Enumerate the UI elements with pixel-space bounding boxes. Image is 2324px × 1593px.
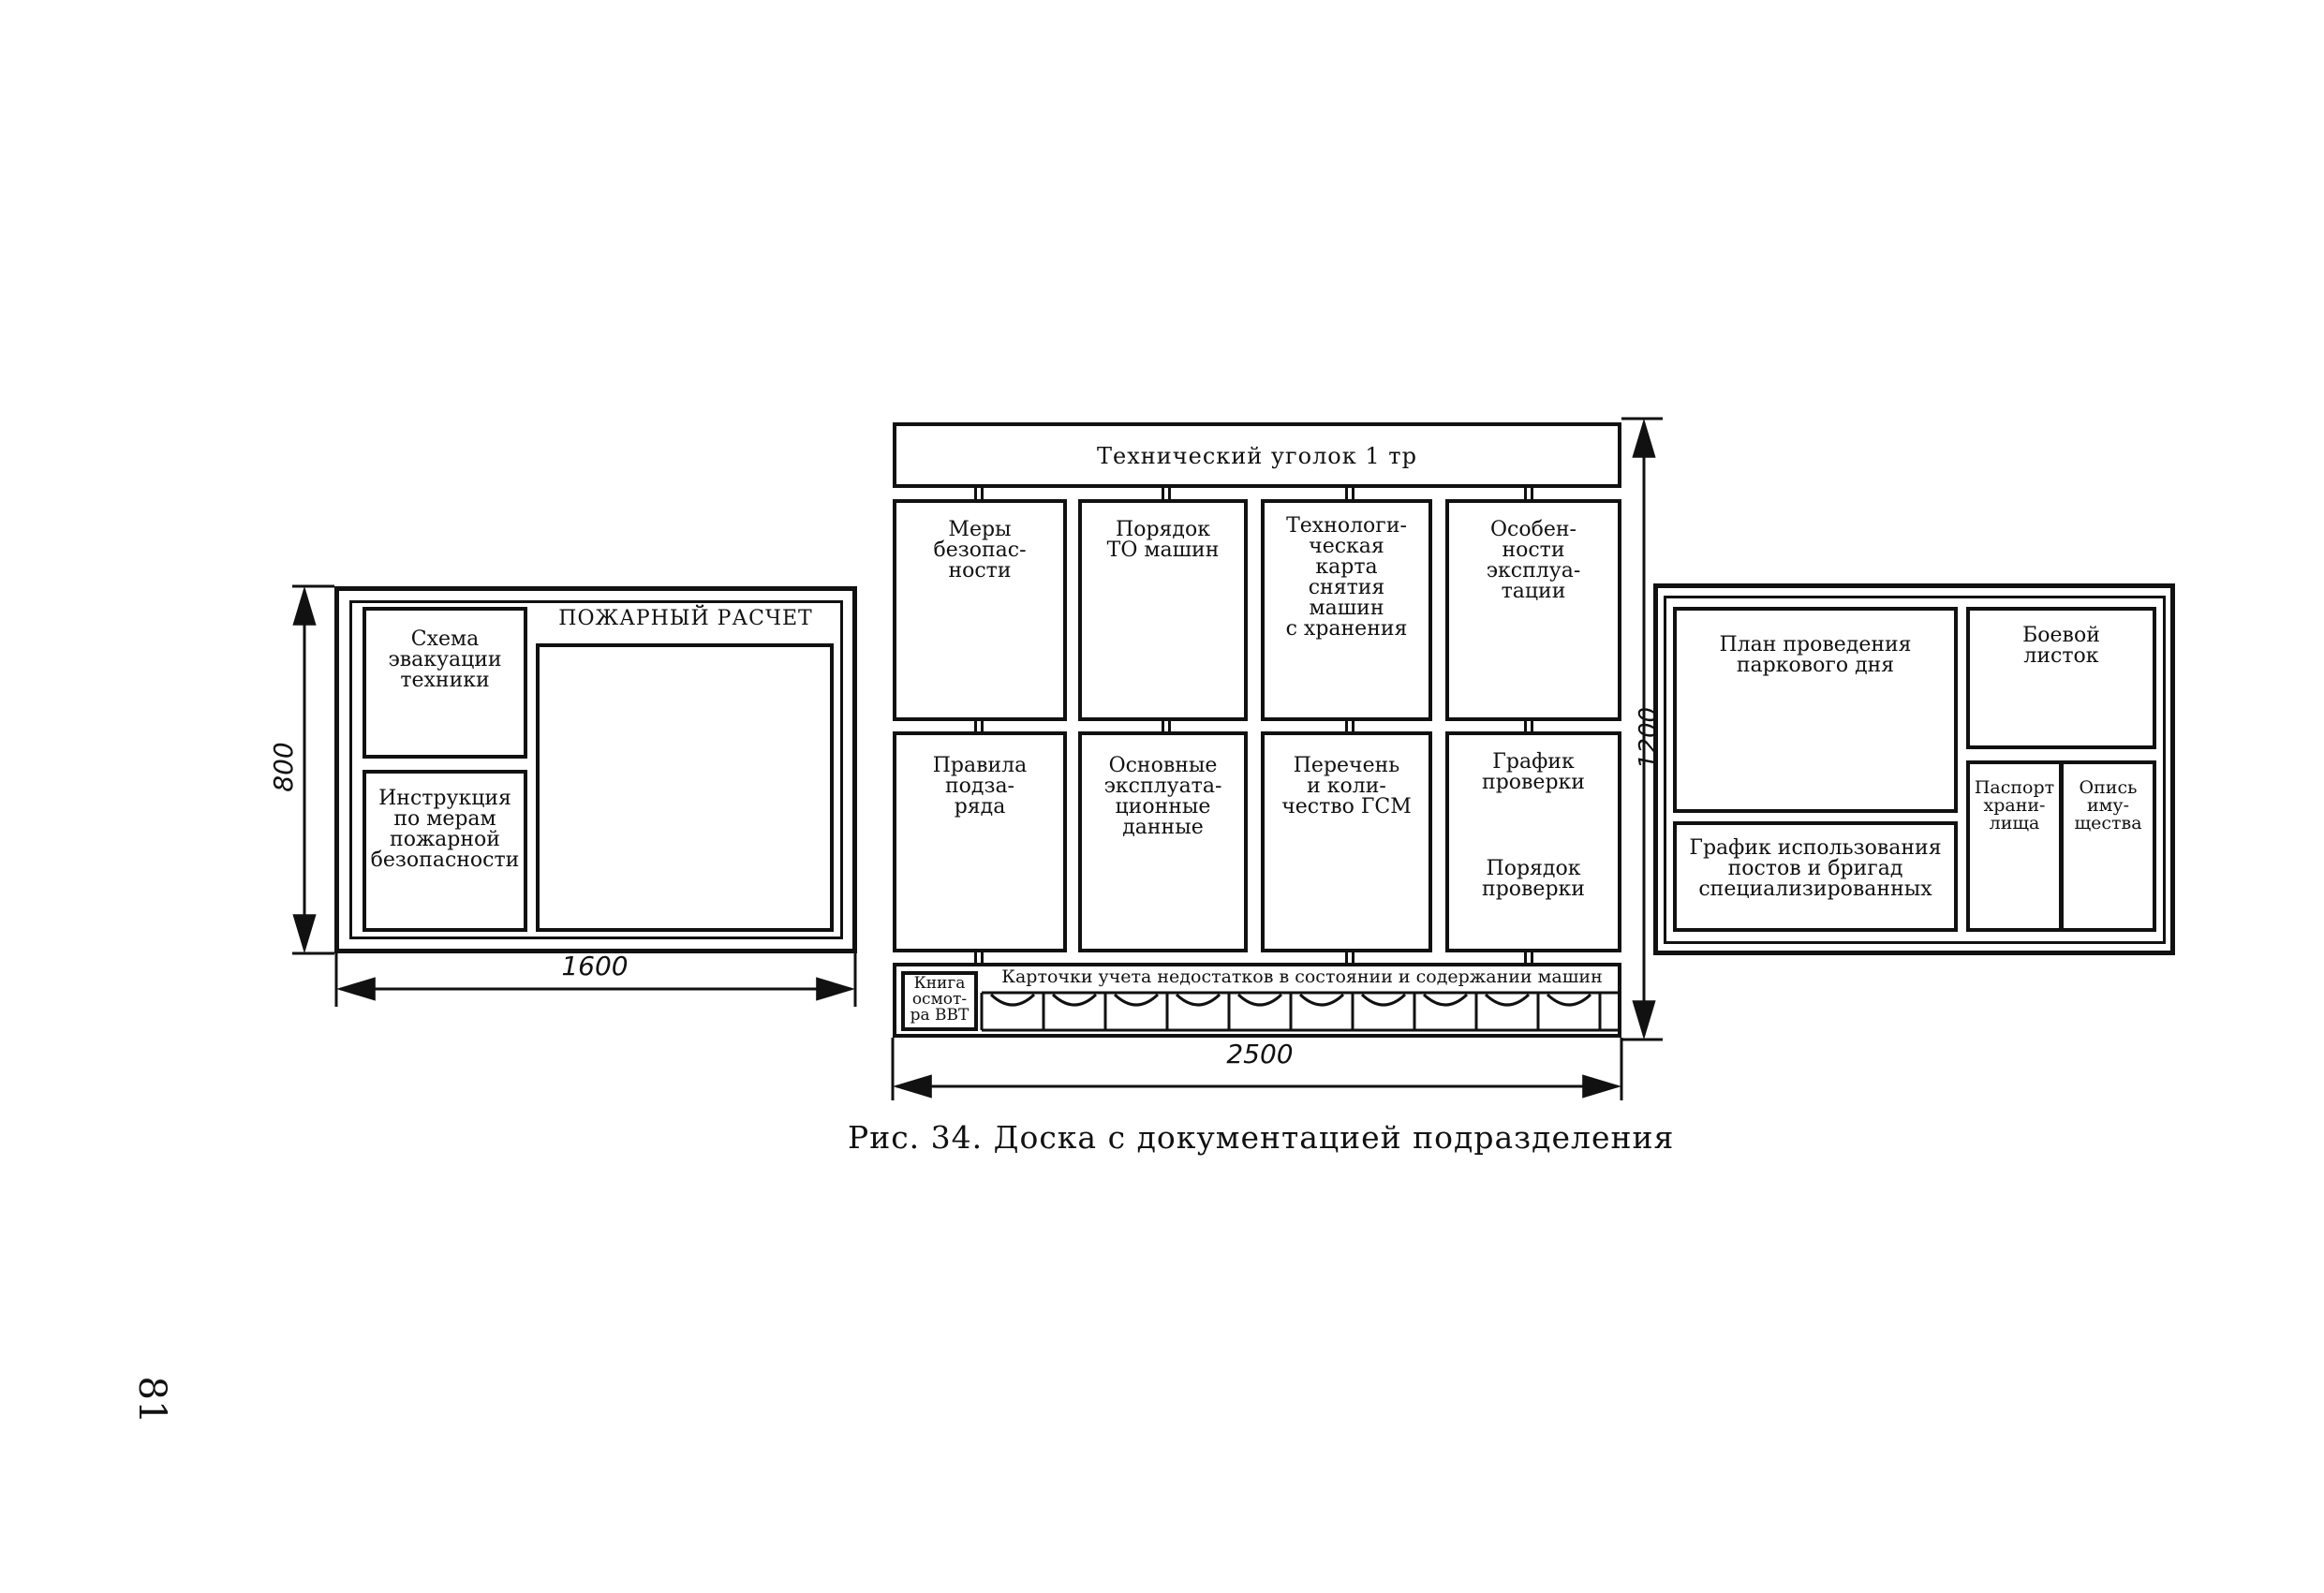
- check-schedule-panel: График проверки Порядок проверки: [1445, 731, 1621, 952]
- maintenance-order-panel: Порядок ТО машин: [1078, 499, 1248, 721]
- fuel-list-panel: Перечень и коли- чество ГСМ: [1261, 731, 1432, 952]
- cards-title: Карточки учета недостатков в состоянии и…: [1001, 966, 1603, 987]
- combat-leaflet-label: Боевой листок: [2022, 624, 2100, 668]
- hook-mark: [974, 488, 984, 499]
- check-schedule-label: График проверки: [1482, 750, 1585, 794]
- charging-rules-label: Правила подза- ряда: [932, 754, 1028, 819]
- left-width-label: 1600: [561, 951, 629, 981]
- hook-mark: [1345, 721, 1354, 732]
- usage-schedule-panel: График использования постов и бригад спе…: [1673, 821, 1958, 932]
- inspection-book-label: Книга осмот- ра ВВТ: [910, 974, 970, 1025]
- technological-map-panel: Технологи- ческая карта снятия машин с х…: [1261, 499, 1432, 721]
- inspection-book-panel: Книга осмот- ра ВВТ: [901, 971, 978, 1031]
- storage-passport-label: Паспорт храни- лища: [1974, 777, 2055, 833]
- left-board: [334, 586, 857, 953]
- technical-corner-title: Технический уголок 1 тр: [1097, 443, 1417, 469]
- fire-safety-instruction-panel: Инструкция по мерам пожарной безопасност…: [363, 770, 527, 932]
- hook-mark: [974, 952, 984, 964]
- hook-mark: [1162, 488, 1171, 499]
- park-day-plan-panel: План проведения паркового дня: [1673, 607, 1958, 813]
- property-inventory-panel: Опись иму- щества: [2060, 760, 2156, 932]
- operation-features-label: Особен- ности эксплуа- тации: [1486, 518, 1581, 603]
- combat-leaflet-panel: Боевой листок: [1966, 607, 2156, 749]
- operation-features-panel: Особен- ности эксплуа- тации: [1445, 499, 1621, 721]
- center-width-label: 2500: [1226, 1039, 1294, 1069]
- park-day-plan-label: План проведения паркового дня: [1719, 633, 1912, 677]
- left-board-inner: [349, 600, 843, 939]
- right-board-inner: [1664, 596, 2166, 944]
- left-height-label: 800: [268, 742, 299, 792]
- fire-crew-panel: [536, 643, 834, 932]
- hook-mark: [1524, 952, 1533, 964]
- hook-mark: [1162, 721, 1171, 732]
- figure-caption: Рис. 34. Доска с документацией подраздел…: [848, 1119, 1675, 1156]
- hook-mark: [1524, 488, 1533, 499]
- evacuation-scheme-panel: Схема эвакуации техники: [363, 607, 527, 759]
- fuel-list-label: Перечень и коли- чество ГСМ: [1281, 754, 1412, 819]
- operational-data-panel: Основные эксплуата- ционные данные: [1078, 731, 1248, 952]
- hook-mark: [974, 721, 984, 732]
- safety-measures-label: Меры безопас- ности: [933, 518, 1027, 583]
- property-inventory-label: Опись иму- щества: [2074, 777, 2142, 833]
- operational-data-label: Основные эксплуата- ционные данные: [1103, 754, 1222, 839]
- center-height-label: 1200: [1635, 706, 1663, 770]
- fire-crew-title: ПОЖАРНЫЙ РАСЧЕТ: [558, 607, 813, 630]
- cards-strip-panel: [893, 963, 1621, 1038]
- technical-corner-title-panel: Технический уголок 1 тр: [893, 422, 1621, 488]
- hook-mark: [1345, 488, 1354, 499]
- evacuation-scheme-label: Схема эвакуации техники: [388, 627, 502, 692]
- maintenance-order-label: Порядок ТО машин: [1106, 518, 1220, 562]
- hook-mark: [1345, 952, 1354, 964]
- check-order-label: Порядок проверки: [1482, 857, 1585, 901]
- technological-map-label: Технологи- ческая карта снятия машин с х…: [1285, 514, 1408, 641]
- safety-measures-panel: Меры безопас- ности: [893, 499, 1067, 721]
- usage-schedule-label: График использования постов и бригад спе…: [1689, 836, 1942, 901]
- card-pockets: [980, 991, 1618, 1032]
- charging-rules-panel: Правила подза- ряда: [893, 731, 1067, 952]
- page-number: 81: [130, 1376, 173, 1424]
- hook-mark: [1524, 721, 1533, 732]
- fire-safety-instruction-label: Инструкция по мерам пожарной безопасност…: [370, 787, 520, 872]
- storage-passport-panel: Паспорт храни- лища: [1966, 760, 2063, 932]
